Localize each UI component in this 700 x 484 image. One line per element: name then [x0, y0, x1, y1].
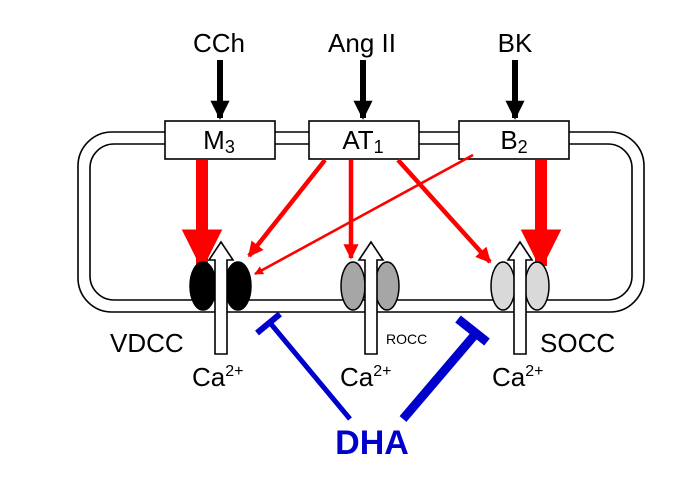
vdcc-channel-left	[189, 261, 217, 311]
inhibitor-dha-label: DHA	[335, 424, 409, 462]
arrow-at1-to-vdcc	[247, 158, 327, 258]
inhibition-dha-to-vdcc	[269, 322, 352, 421]
channel-socc-label: SOCC	[540, 328, 615, 358]
inhibition-bar-socc	[455, 315, 490, 346]
ca-label-socc: Ca2+	[492, 362, 544, 392]
channel-rocc-label: ROCC	[386, 331, 427, 347]
rocc-channel-right	[374, 261, 400, 311]
inhibition-bar-vdcc	[255, 311, 282, 336]
socc-channel-left	[490, 261, 516, 311]
agonist-cch-label: CCh	[193, 28, 245, 58]
rocc-channel-left	[340, 261, 366, 311]
agonist-ang2-label: Ang II	[328, 28, 396, 58]
receptor-at1-label: AT1	[342, 125, 383, 157]
ca-influx-arrow-socc	[506, 240, 534, 355]
ca-label-vdcc: Ca2+	[192, 362, 244, 392]
ca-influx-arrow-rocc	[357, 240, 385, 355]
receptor-at1-box	[308, 120, 420, 160]
vdcc-channel-right	[224, 261, 252, 311]
inhibition-dha-to-socc	[399, 328, 482, 422]
arrow-at1-to-socc	[396, 158, 492, 264]
arrow-b2-to-vdcc	[254, 153, 474, 276]
receptor-m3-box	[164, 120, 276, 160]
ca-influx-arrow-vdcc	[207, 240, 235, 355]
agonist-bk-label: BK	[498, 28, 533, 58]
channel-vdcc-label: VDCC	[110, 328, 184, 358]
socc-channel-right	[524, 261, 550, 311]
receptor-b2-label: B2	[500, 125, 527, 157]
ca-label-rocc: Ca2+	[340, 362, 392, 392]
receptor-m3-label: M3	[203, 125, 235, 157]
receptor-b2-box	[458, 120, 570, 160]
